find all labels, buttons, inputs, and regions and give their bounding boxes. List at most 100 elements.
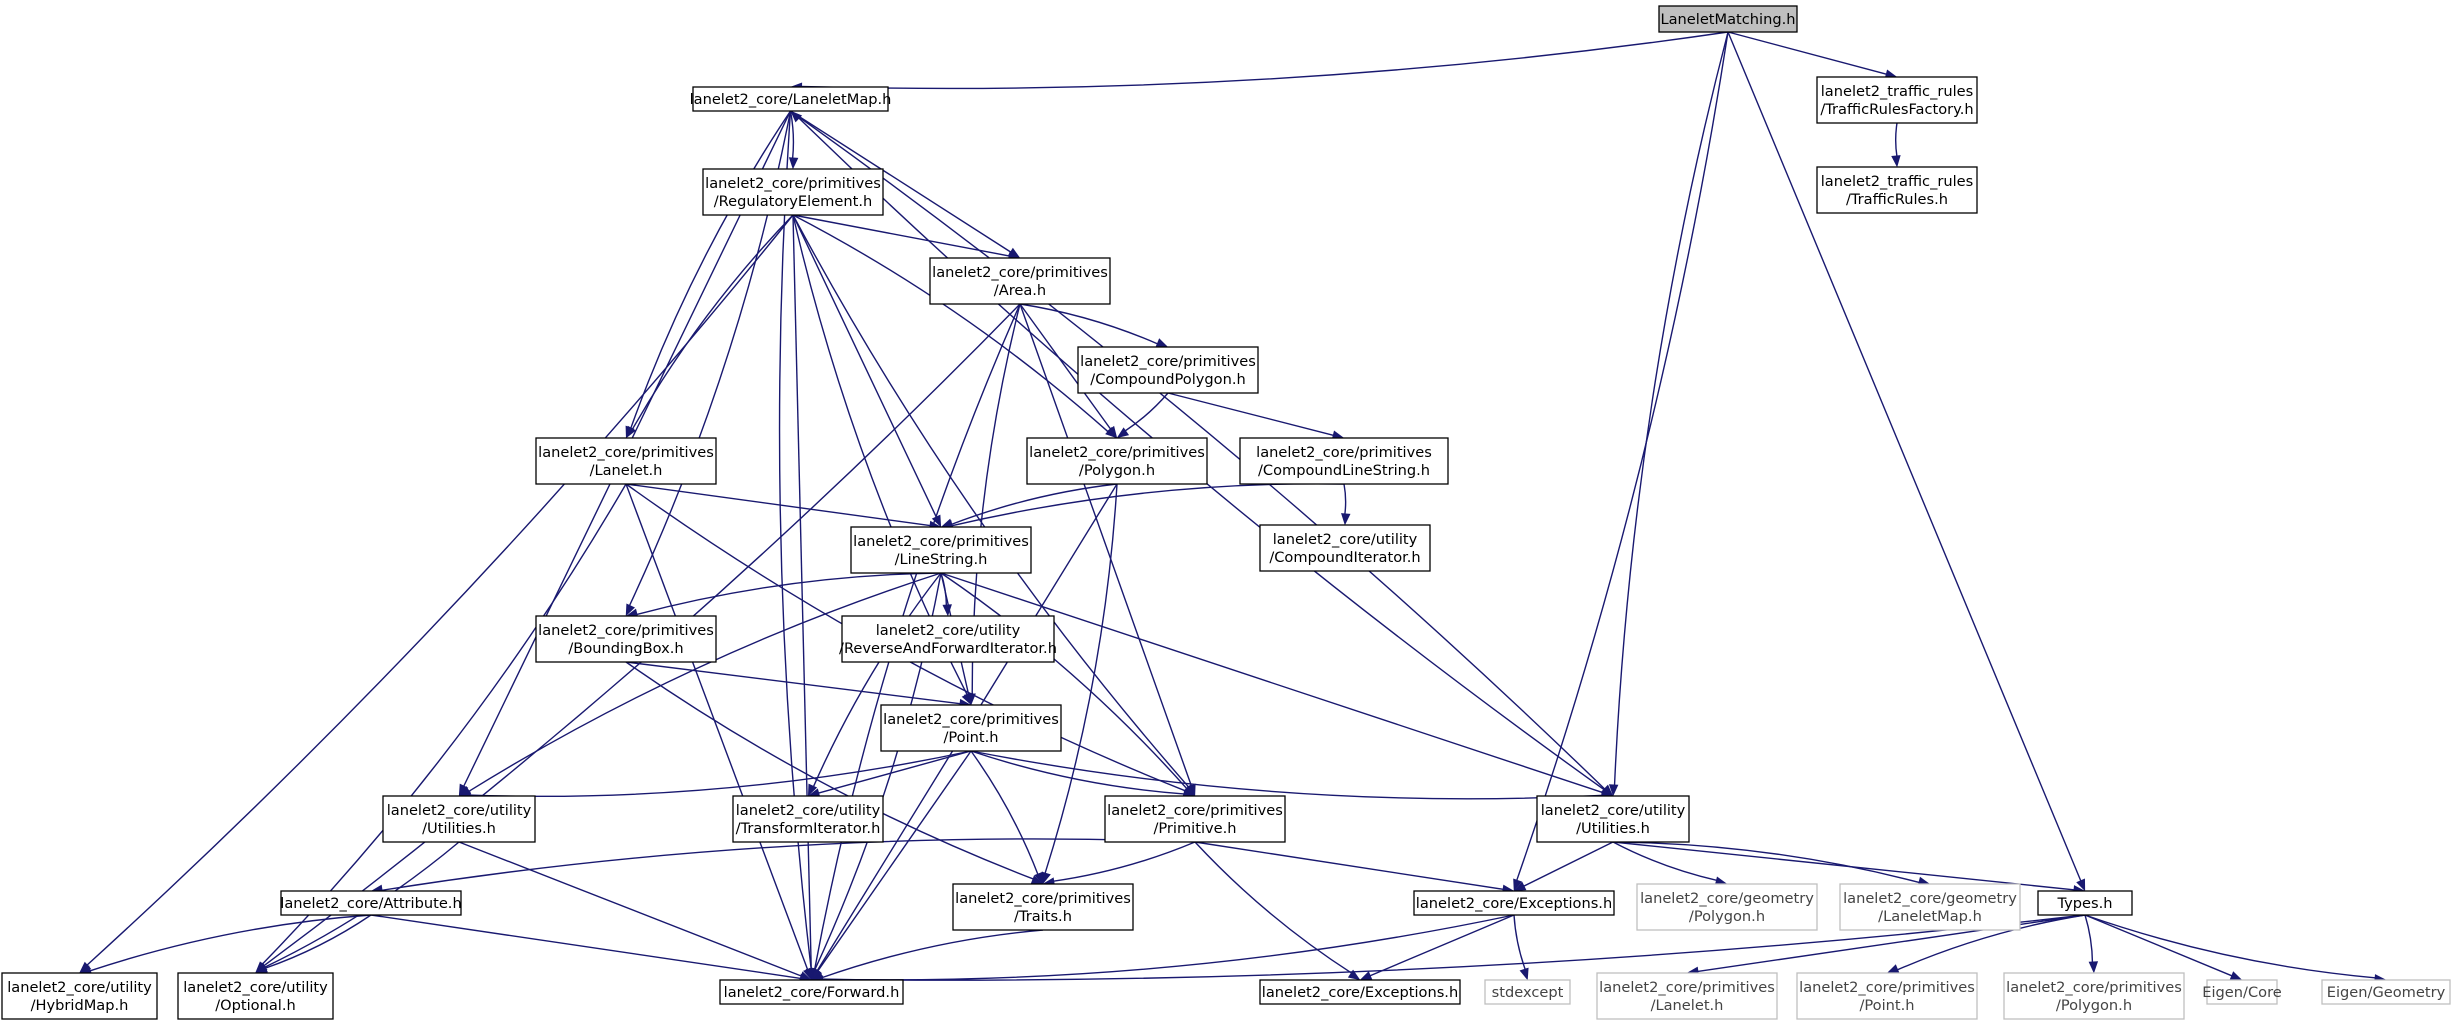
node-label: LaneletMatching.h [1660, 11, 1795, 28]
edge-line [1052, 841, 1196, 883]
dependency-edge [940, 483, 1118, 528]
node-label: Eigen/Core [2202, 984, 2281, 1001]
edge-line [792, 214, 1110, 433]
edge-line [940, 572, 1189, 790]
header-file-node[interactable]: lanelet2_core/Exceptions.h [1259, 979, 1461, 1005]
dependency-edge [790, 31, 1729, 92]
dependency-edge [370, 914, 812, 984]
header-file-node[interactable]: lanelet2_core/utility/CompoundIterator.h [1259, 524, 1431, 572]
node-label: /Polygon.h [2056, 997, 2132, 1014]
dependency-edge [807, 572, 942, 797]
node-box [692, 86, 889, 112]
edge-arrowhead [1886, 964, 1900, 974]
header-file-node[interactable]: lanelet2_core/primitives/Lanelet.h [535, 437, 717, 485]
header-file-node[interactable]: lanelet2_core/primitives/Area.h [929, 257, 1111, 305]
header-file-node[interactable]: lanelet2_core/primitives/Traits.h [952, 883, 1134, 931]
header-file-node[interactable]: lanelet2_core/primitives/CompoundLineStr… [1239, 437, 1449, 485]
node-label: lanelet2_core/geometry [1640, 890, 1814, 907]
header-file-node[interactable]: lanelet2_core/primitives/Polygon.h [1026, 437, 1208, 485]
dependency-edge [940, 572, 1614, 797]
node-label: lanelet2_core/utility [736, 802, 881, 819]
edge-arrowhead [625, 425, 636, 439]
dependency-edge [625, 110, 792, 439]
node-box [719, 979, 904, 1005]
dependency-edge [1608, 31, 1729, 797]
dependency-edge [1513, 841, 1614, 892]
edge-line [1612, 841, 1921, 884]
node-label: /Primitive.h [1153, 820, 1236, 837]
header-file-node[interactable]: lanelet2_core/primitives/LineString.h [850, 526, 1032, 574]
node-box [1816, 76, 1978, 124]
node-label: lanelet2_core/primitives [1107, 802, 1283, 819]
node-box [1484, 979, 1571, 1005]
header-file-node[interactable]: lanelet2_core/primitives/BoundingBox.h [535, 615, 717, 663]
node-label: /TransformIterator.h [736, 820, 881, 837]
edge-line [625, 483, 932, 527]
edge-line [792, 214, 812, 971]
dependency-edge [1891, 122, 1901, 168]
dependency-edge [625, 483, 812, 981]
header-file-node[interactable]: lanelet2_core/utility/HybridMap.h [1, 972, 158, 1020]
node-label: /ReverseAndForwardIterator.h [839, 640, 1057, 657]
node-label: /Optional.h [215, 997, 296, 1014]
root-file-node[interactable]: LaneletMatching.h [1658, 5, 1798, 33]
header-file-node[interactable]: lanelet2_traffic_rules/TrafficRulesFacto… [1816, 76, 1978, 124]
header-file-node[interactable]: lanelet2_core/utility/TransformIterator.… [732, 795, 884, 843]
edge-arrowhead [1891, 155, 1901, 168]
dependency-edge [1194, 841, 1515, 894]
dependency-edge [625, 214, 794, 439]
dependency-edge [807, 750, 972, 798]
node-label: lanelet2_core/utility [1541, 802, 1686, 819]
edge-line [800, 31, 1729, 90]
dependency-edge [625, 661, 1044, 885]
node-label: lanelet2_core/primitives [538, 444, 714, 461]
header-file-node[interactable]: lanelet2_core/primitives/Primitive.h [1104, 795, 1286, 843]
dependency-edge [79, 214, 794, 974]
header-file-node[interactable]: Types.h [2037, 890, 2133, 916]
system-header-node: Eigen/Geometry [2321, 979, 2451, 1005]
edge-line [2084, 914, 2377, 979]
node-label: Eigen/Geometry [2327, 984, 2446, 1001]
node-label: lanelet2_core/utility [7, 979, 152, 996]
header-file-node[interactable]: lanelet2_core/utility/Utilities.h [382, 795, 536, 843]
node-label: lanelet2_core/primitives [705, 175, 881, 192]
edge-line [2084, 914, 2094, 964]
system-header-node: lanelet2_core/geometry/Polygon.h [1636, 883, 1818, 931]
node-label: /HybridMap.h [31, 997, 129, 1014]
dependency-edge [1886, 914, 2086, 974]
node-label: lanelet2_traffic_rules [1821, 83, 1974, 100]
edge-line [970, 750, 1604, 800]
node-label: lanelet2_core/primitives [1080, 353, 1256, 370]
header-file-node[interactable]: lanelet2_core/LaneletMap.h [690, 86, 892, 112]
header-file-node[interactable]: lanelet2_core/Forward.h [719, 979, 904, 1005]
dependency-edge [458, 841, 812, 981]
dependency-edge [458, 750, 972, 801]
edge-line [1194, 841, 1353, 975]
node-label: lanelet2_core/primitives [1599, 979, 1775, 996]
node-label: lanelet2_core/utility [387, 802, 532, 819]
header-file-node[interactable]: lanelet2_traffic_rules/TrafficRules.h [1816, 166, 1978, 214]
header-file-node[interactable]: lanelet2_core/primitives/Point.h [880, 704, 1062, 752]
edge-line [1522, 841, 1614, 888]
node-box [2037, 890, 2133, 916]
node-box [850, 526, 1032, 574]
edge-line [789, 110, 795, 160]
header-file-node[interactable]: lanelet2_core/utility/Utilities.h [1536, 795, 1690, 843]
node-label: /LineString.h [895, 551, 988, 568]
header-file-node[interactable]: lanelet2_core/utility/Optional.h [177, 972, 334, 1020]
edge-line [1019, 303, 1112, 431]
edge-arrowhead [807, 783, 818, 797]
edge-arrowhead [1034, 871, 1044, 885]
edge-line [631, 214, 794, 431]
dependency-edge [1167, 392, 1345, 440]
header-file-node[interactable]: lanelet2_core/utility/ReverseAndForwardI… [839, 615, 1057, 663]
header-file-node[interactable]: lanelet2_core/primitives/CompoundPolygon… [1077, 346, 1259, 394]
dependency-edge [792, 214, 942, 528]
dependency-edge [1727, 31, 2086, 892]
header-file-node[interactable]: lanelet2_core/Attribute.h [280, 890, 462, 916]
edge-arrowhead [1359, 971, 1373, 981]
header-file-node[interactable]: lanelet2_core/primitives/RegulatoryEleme… [702, 168, 884, 216]
node-label: /CompoundPolygon.h [1090, 371, 1245, 388]
header-file-node[interactable]: lanelet2_core/Exceptions.h [1413, 890, 1615, 916]
